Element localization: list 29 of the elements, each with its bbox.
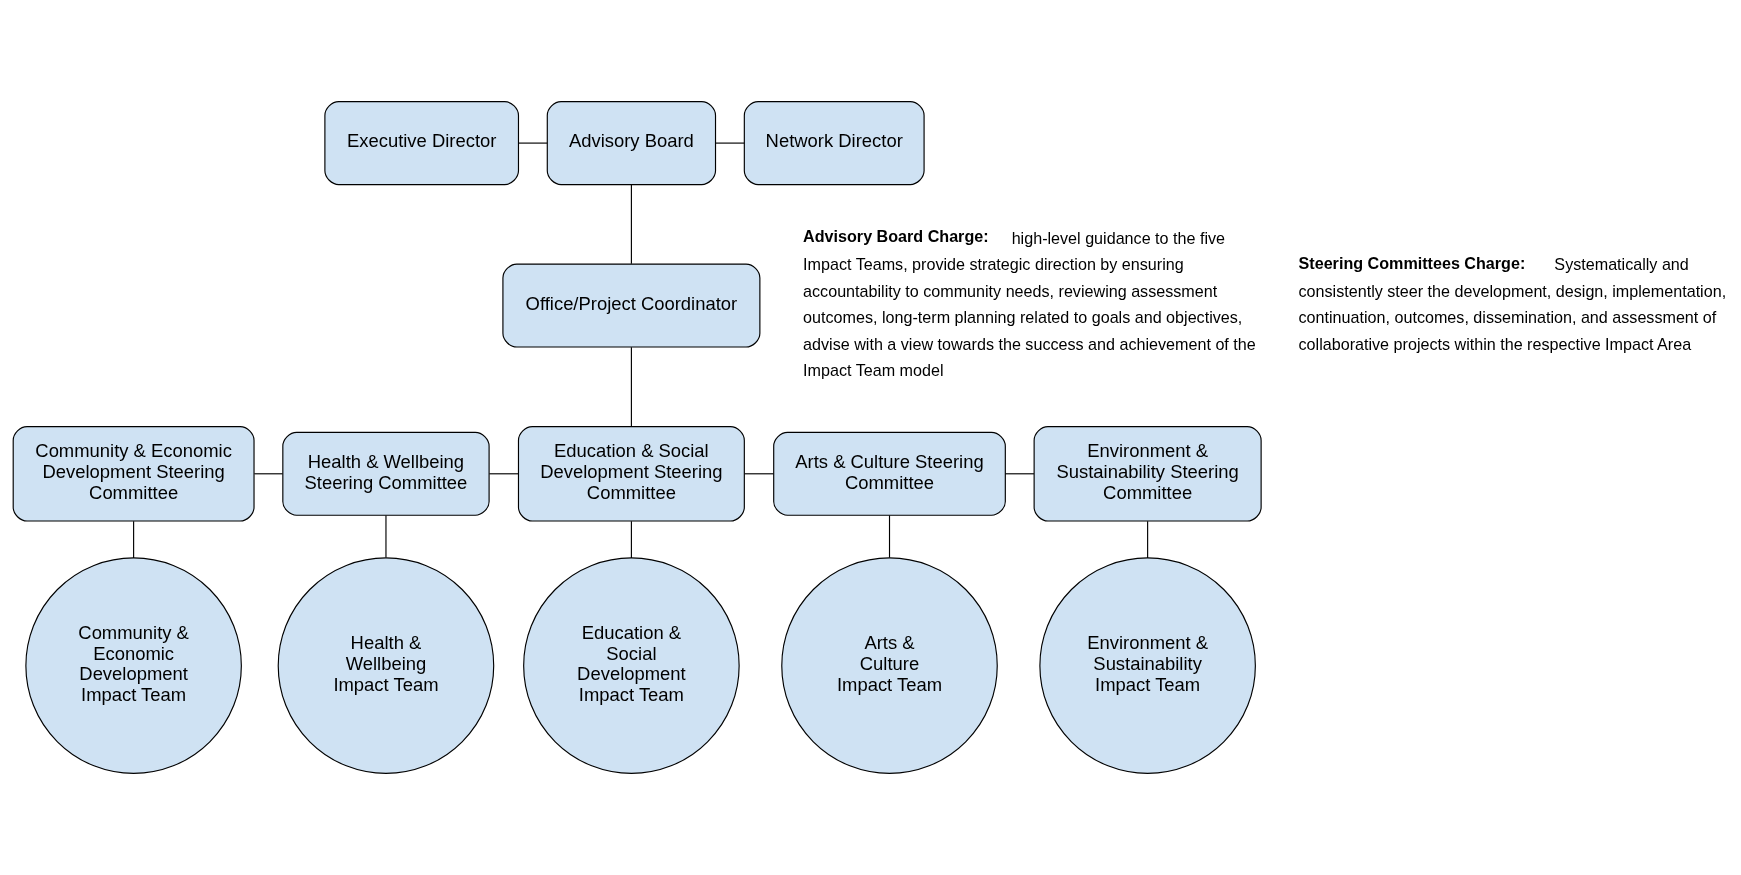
connector [630, 184, 632, 265]
connector [744, 473, 775, 475]
connector [518, 142, 548, 144]
connector [630, 520, 632, 559]
connector [1147, 520, 1149, 559]
connector [253, 473, 284, 475]
node-box: Health & Wellbeing Steering Committee [282, 431, 490, 516]
node-box: Arts & Culture Steering Committee [773, 431, 1006, 516]
connector [385, 514, 387, 559]
node-circle: Community & Economic Development Impact Team [25, 557, 242, 774]
node-box: Executive Director [324, 101, 520, 186]
node-circle: Arts & Culture Impact Team [781, 557, 998, 774]
node-box: Office/Project Coordinator [502, 263, 761, 348]
connector [715, 142, 745, 144]
connector [630, 346, 632, 428]
node-circle: Education & Social Development Impact Team [523, 557, 740, 774]
label: Steering Committees Charge: Systematically and consistently steer the development, design, implementation, continuation, outcomes, dissemination, and assessment of collaborative projects within the respective Impact Area [1298, 253, 1727, 353]
connector [133, 520, 135, 559]
node-box: Education & Social Development Steering Committee [517, 425, 745, 522]
label: Advisory Board Charge: high-level guidance to the five Impact Teams, provide strategic direction by ensuring accountability to community needs, reviewing assessment outcomes, long-term planning related to goals and objectives, advise with a view towards the success and achievement of the Impact Team model [803, 227, 1256, 380]
node-box: Advisory Board [546, 101, 717, 186]
connector [1004, 473, 1035, 475]
node-circle: Environment & Sustainability Impact Team [1039, 557, 1256, 774]
node-circle: Health & Wellbeing Impact Team [277, 557, 495, 774]
node-box: Environment & Sustainability Steering Committee [1033, 425, 1262, 522]
connector [488, 473, 519, 475]
node-box: Community & Economic Development Steering Committee [12, 425, 255, 522]
connector [888, 514, 891, 559]
node-box: Network Director [743, 101, 925, 186]
